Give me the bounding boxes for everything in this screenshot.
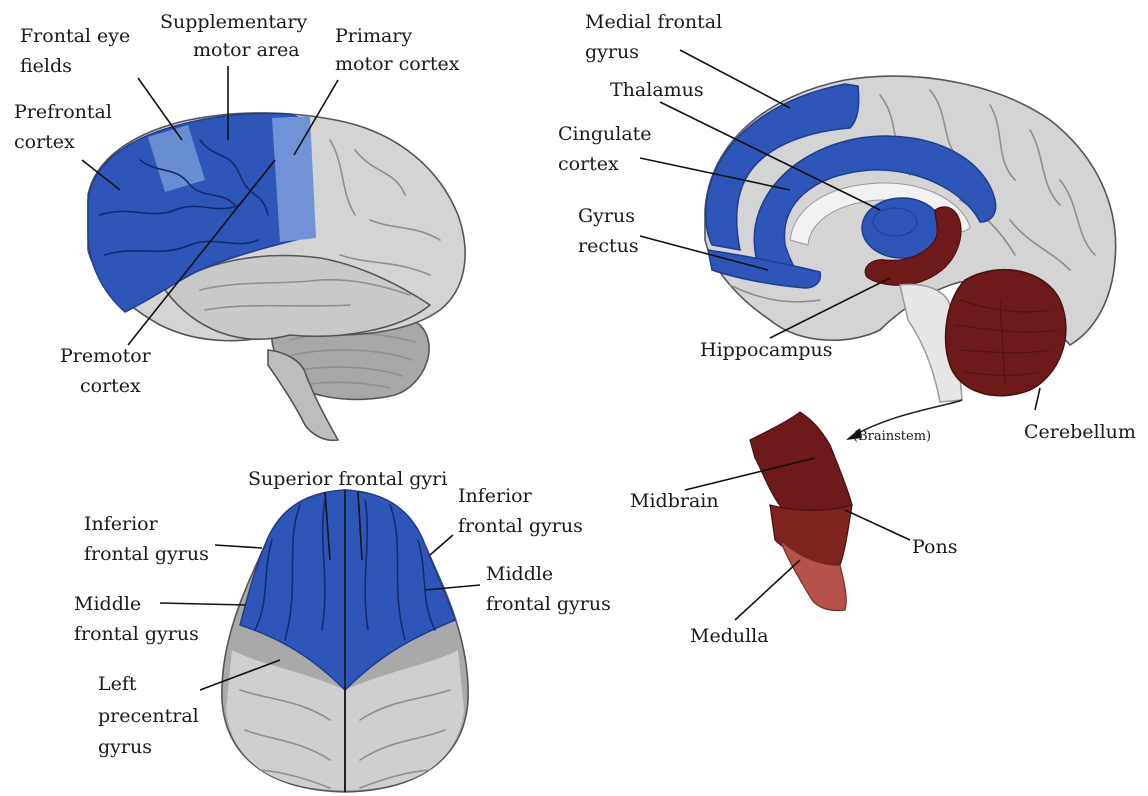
cerebellum-region: [946, 270, 1066, 396]
supplementary-motor-area-label: Supplementary motor area: [160, 11, 313, 61]
medial-frontal-gyrus-label: Medial frontal gyrus: [585, 11, 728, 63]
pons-label: Pons: [912, 536, 957, 558]
frontal-eye-fields-label: Frontal eye fields: [20, 25, 136, 77]
prefrontal-cortex-label: Prefrontal cortex: [14, 101, 118, 153]
medulla-label: Medulla: [690, 625, 769, 647]
thalamus-label: Thalamus: [610, 79, 704, 101]
midbrain-region: [750, 412, 852, 515]
premotor-cortex-label: Premotor cortex: [60, 345, 157, 397]
middle-frontal-gyrus-right-label: Middle frontal gyrus: [486, 563, 611, 615]
left-precentral-gyrus-label: Left precentral gyrus: [98, 673, 205, 758]
gyrus-rectus-label: Gyrus rectus: [578, 205, 641, 257]
superior-frontal-gyri-label: Superior frontal gyri: [248, 468, 447, 490]
pons-region: [770, 505, 852, 565]
superior-brain-view: [222, 490, 468, 792]
primary-motor-cortex-label: Primary motor cortex: [335, 25, 460, 75]
cingulate-cortex-label: Cingulate cortex: [558, 123, 658, 175]
middle-frontal-gyrus-left-label: Middle frontal gyrus: [74, 593, 199, 645]
hippocampus-label: Hippocampus: [700, 339, 833, 361]
cerebellum-label: Cerebellum: [1024, 421, 1136, 443]
lateral-brain-view: [88, 113, 465, 440]
brainstem-label: (Brainstem): [853, 429, 931, 444]
inferior-frontal-gyrus-left-label: Inferior frontal gyrus: [84, 513, 209, 565]
inferior-frontal-gyrus-right-label: Inferior frontal gyrus: [458, 485, 583, 537]
midbrain-label: Midbrain: [630, 490, 719, 512]
